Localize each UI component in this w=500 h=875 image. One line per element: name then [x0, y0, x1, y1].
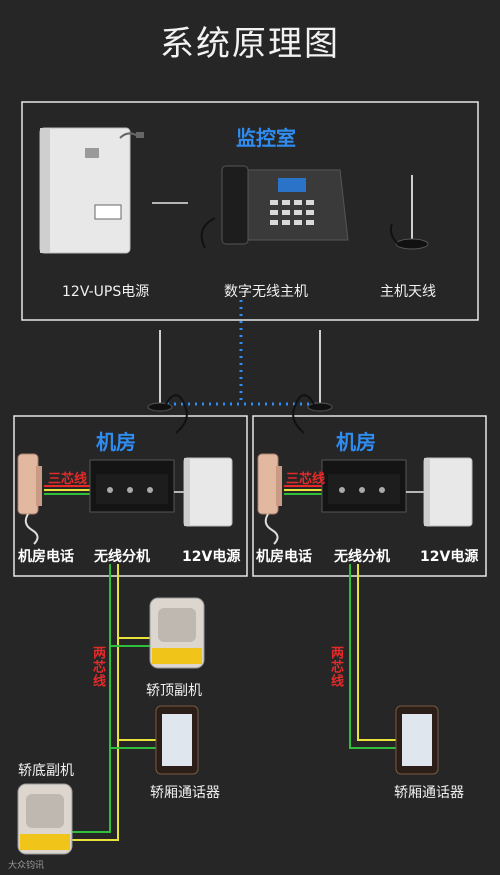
cabin-top-unit-label: 轿顶副机: [146, 683, 202, 699]
three-wire-label-1: 三芯线: [48, 472, 88, 487]
control-room-title: 监控室: [236, 126, 296, 150]
control-room-frame: [21, 101, 479, 321]
shaft-wires-left: [72, 564, 160, 841]
host-label: 数字无线主机: [224, 284, 308, 300]
room-antenna-icon-2: [292, 330, 333, 434]
host-antenna-icon: [389, 175, 429, 250]
wireless-branch-label-2: 无线分机: [334, 549, 390, 565]
room-power-label-2: 12V电源: [420, 549, 479, 565]
cabin-top-unit-icon: [149, 597, 205, 669]
cabin-intercom-icon-1: [155, 705, 199, 775]
cabin-intercom-icon-2: [395, 705, 439, 775]
room-power-label-1: 12V电源: [182, 549, 241, 565]
page-title: 系统原理图: [160, 24, 340, 64]
wireless-link: [160, 300, 320, 406]
machine-room-phone-label-2: 机房电话: [256, 549, 312, 565]
host-phone-icon: [200, 165, 349, 249]
room-antenna-icon-1: [147, 330, 188, 434]
wireless-branch-icon-2: [321, 459, 407, 513]
wireless-branch-icon-1: [89, 459, 175, 513]
machine-room-title-2: 机房: [336, 430, 376, 454]
room-power-icon-2: [423, 457, 473, 527]
antenna-label: 主机天线: [380, 284, 436, 300]
ups-label: 12V-UPS电源: [62, 284, 150, 300]
machine-room-title-1: 机房: [96, 430, 136, 454]
watermark: 大众钧讯: [8, 861, 45, 871]
two-wire-label-left: 两芯线: [90, 646, 105, 688]
machine-room-frame-2: [252, 415, 487, 577]
wireless-branch-label-1: 无线分机: [94, 549, 150, 565]
machine-room-frame-1: [13, 415, 248, 577]
ups-power-icon: [39, 127, 144, 254]
machine-room-phone-icon-2: [257, 453, 282, 545]
cabin-bottom-unit-label: 轿底副机: [18, 763, 74, 779]
room-wires-1: [44, 485, 90, 495]
shaft-wires-right: [349, 564, 398, 749]
room-power-icon-1: [183, 457, 233, 527]
cabin-intercom-label-1: 轿厢通话器: [150, 785, 220, 801]
room-wires-2: [284, 485, 322, 495]
three-wire-label-2: 三芯线: [286, 472, 326, 487]
cabin-intercom-label-2: 轿厢通话器: [394, 785, 464, 801]
cabin-bottom-unit-icon: [17, 783, 73, 855]
machine-room-phone-icon-1: [17, 453, 42, 545]
two-wire-label-right: 两芯线: [328, 646, 343, 688]
machine-room-phone-label-1: 机房电话: [18, 549, 74, 565]
